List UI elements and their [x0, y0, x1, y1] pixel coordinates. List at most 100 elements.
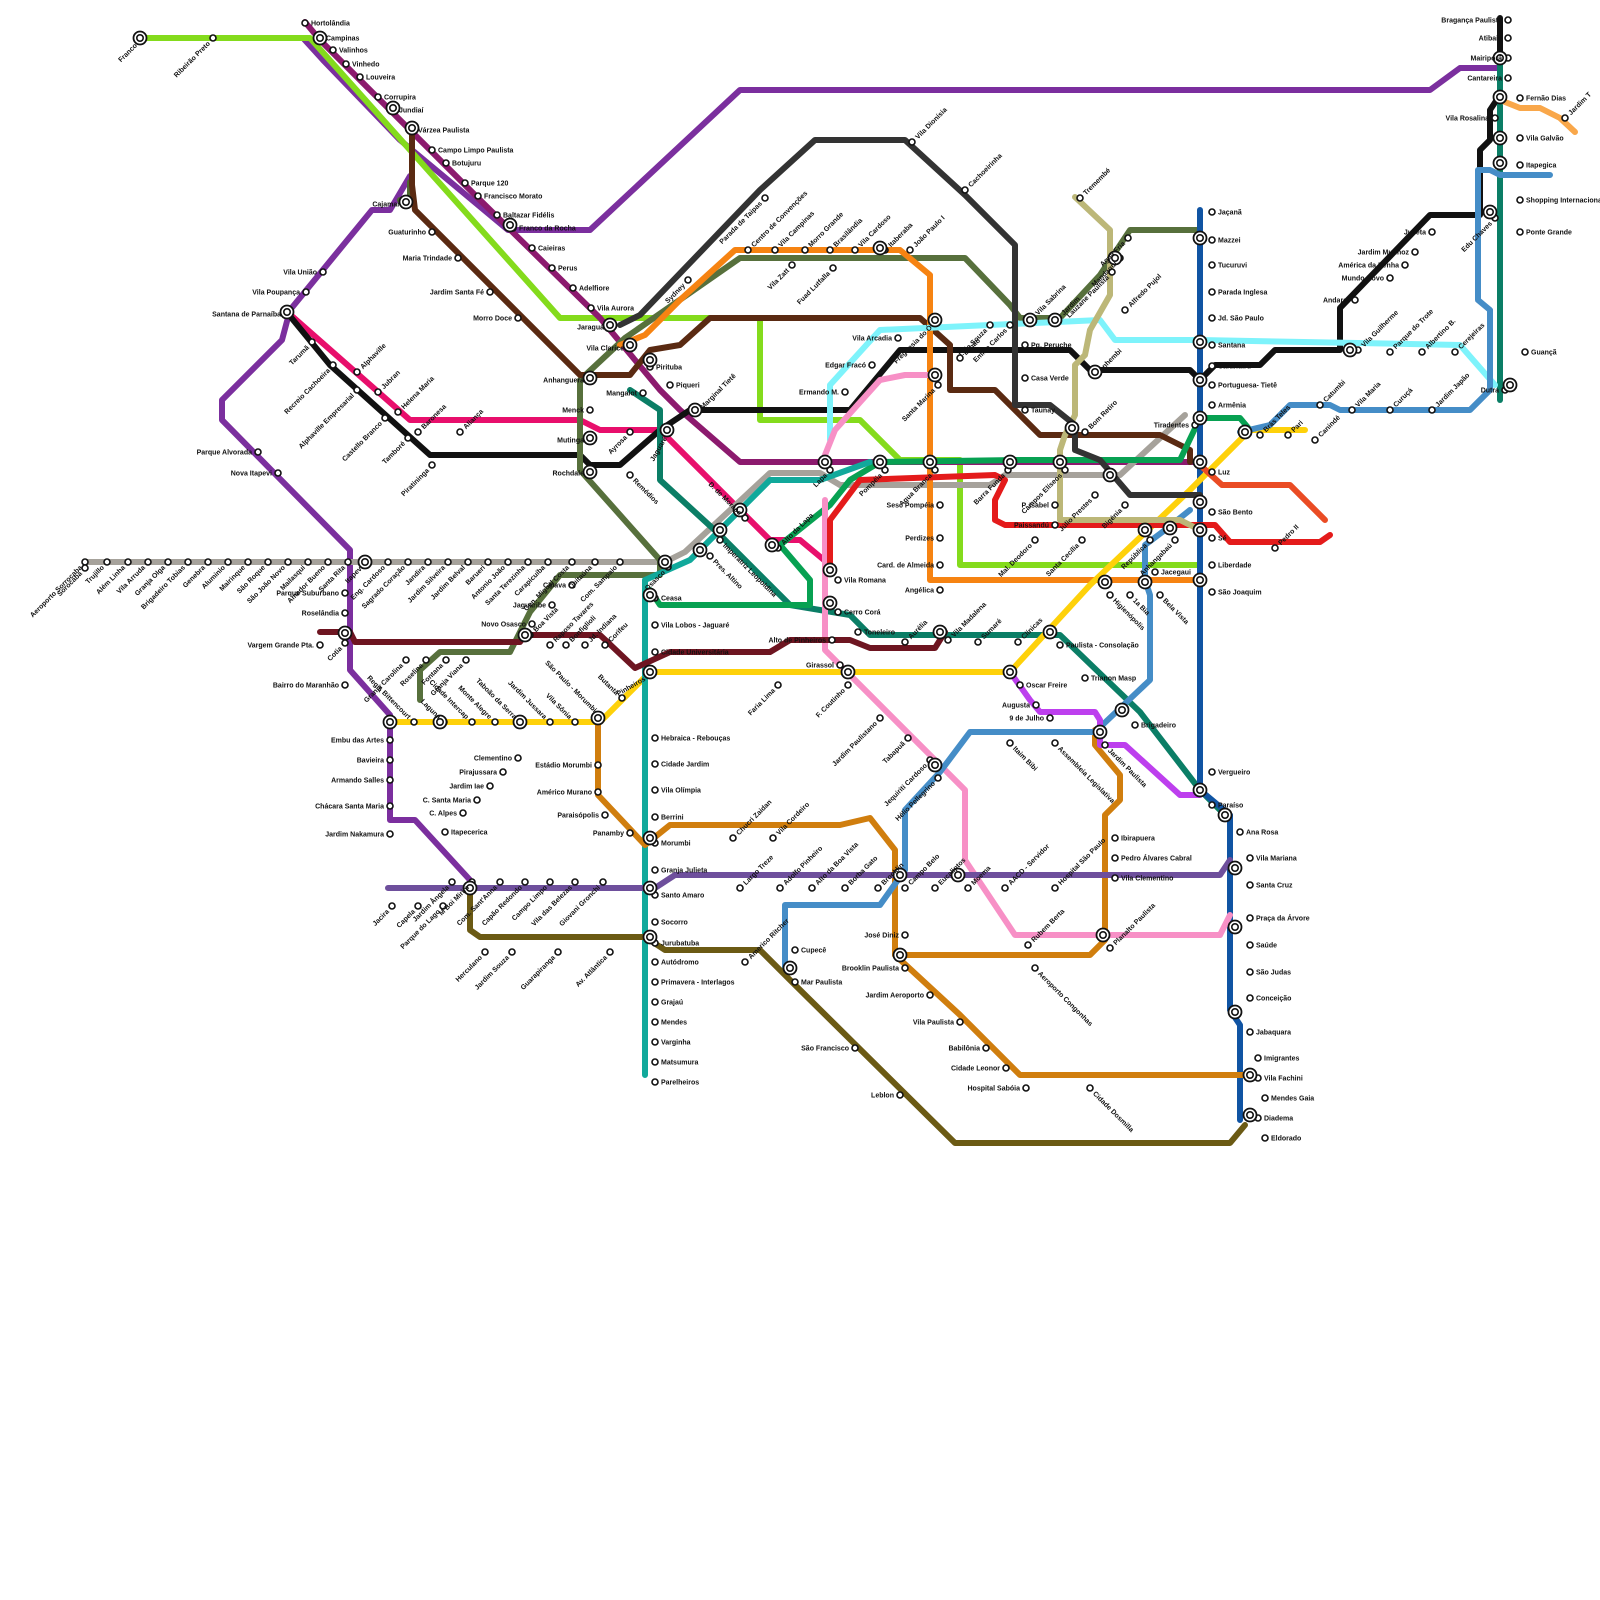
station-marker[interactable] [1516, 94, 1524, 102]
interchange-station-icon[interactable] [1052, 454, 1068, 470]
interchange-station-icon[interactable] [872, 240, 888, 256]
interchange-station-icon[interactable] [927, 312, 943, 328]
station-marker[interactable] [626, 471, 634, 479]
station-marker[interactable] [599, 878, 607, 886]
station-marker[interactable] [1031, 536, 1039, 544]
station-marker[interactable] [1491, 114, 1499, 122]
station-marker[interactable] [1131, 721, 1139, 729]
station-marker[interactable] [771, 246, 779, 254]
station-marker[interactable] [341, 681, 349, 689]
interchange-station-icon[interactable] [582, 370, 598, 386]
interchange-station-icon[interactable] [1107, 250, 1123, 266]
station-marker[interactable] [904, 734, 912, 742]
station-marker[interactable] [1284, 431, 1292, 439]
station-marker[interactable] [514, 754, 522, 762]
station-marker[interactable] [284, 558, 292, 566]
station-marker[interactable] [1386, 406, 1394, 414]
station-marker[interactable] [626, 829, 634, 837]
station-marker[interactable] [442, 656, 450, 664]
station-marker[interactable] [1024, 941, 1032, 949]
station-marker[interactable] [1236, 828, 1244, 836]
station-marker[interactable] [459, 809, 467, 817]
interchange-station-icon[interactable] [404, 120, 420, 136]
station-marker[interactable] [1021, 406, 1029, 414]
station-marker[interactable] [410, 718, 418, 726]
interchange-station-icon[interactable] [1192, 454, 1208, 470]
station-marker[interactable] [896, 1091, 904, 1099]
station-marker[interactable] [1076, 194, 1084, 202]
station-marker[interactable] [1106, 591, 1114, 599]
station-marker[interactable] [1014, 638, 1022, 646]
interchange-station-icon[interactable] [822, 562, 838, 578]
station-marker[interactable] [504, 558, 512, 566]
station-marker[interactable] [651, 1078, 659, 1086]
station-marker[interactable] [1504, 34, 1512, 42]
station-marker[interactable] [986, 321, 994, 329]
interchange-station-icon[interactable] [642, 664, 658, 680]
station-marker[interactable] [414, 428, 422, 436]
station-marker[interactable] [1516, 228, 1524, 236]
station-marker[interactable] [1254, 1054, 1262, 1062]
interchange-station-icon[interactable] [642, 830, 658, 846]
interchange-station-icon[interactable] [1482, 204, 1498, 220]
station-marker[interactable] [651, 1058, 659, 1066]
interchange-station-icon[interactable] [817, 454, 833, 470]
station-marker[interactable] [1271, 544, 1279, 552]
station-marker[interactable] [514, 314, 522, 322]
station-marker[interactable] [254, 448, 262, 456]
station-marker[interactable] [774, 681, 782, 689]
station-marker[interactable] [571, 718, 579, 726]
station-marker[interactable] [936, 561, 944, 569]
interchange-station-icon[interactable] [1022, 312, 1038, 328]
station-marker[interactable] [374, 93, 382, 101]
station-marker[interactable] [601, 641, 609, 649]
station-marker[interactable] [394, 408, 402, 416]
interchange-station-icon[interactable] [502, 217, 518, 233]
station-marker[interactable] [1504, 16, 1512, 24]
station-marker[interactable] [601, 811, 609, 819]
station-marker[interactable] [1021, 341, 1029, 349]
interchange-station-icon[interactable] [382, 714, 398, 730]
station-marker[interactable] [651, 786, 659, 794]
station-marker[interactable] [404, 434, 412, 442]
station-marker[interactable] [1091, 491, 1099, 499]
interchange-station-icon[interactable] [1192, 334, 1208, 350]
interchange-station-icon[interactable] [1162, 520, 1178, 536]
station-marker[interactable] [666, 381, 674, 389]
interchange-station-icon[interactable] [622, 337, 638, 353]
interchange-station-icon[interactable] [872, 454, 888, 470]
station-marker[interactable] [736, 884, 744, 892]
station-marker[interactable] [402, 656, 410, 664]
station-marker[interactable] [473, 796, 481, 804]
station-marker[interactable] [1246, 968, 1254, 976]
station-marker[interactable] [1256, 431, 1264, 439]
station-marker[interactable] [81, 558, 89, 566]
station-marker[interactable] [1246, 854, 1254, 862]
station-marker[interactable] [801, 246, 809, 254]
station-marker[interactable] [1101, 741, 1109, 749]
interchange-station-icon[interactable] [517, 627, 533, 643]
station-marker[interactable] [651, 1018, 659, 1026]
interchange-station-icon[interactable] [1242, 1067, 1258, 1083]
interchange-station-icon[interactable] [1227, 1004, 1243, 1020]
station-marker[interactable] [906, 246, 914, 254]
station-marker[interactable] [1208, 314, 1216, 322]
station-marker[interactable] [386, 776, 394, 784]
interchange-station-icon[interactable] [1102, 467, 1118, 483]
station-marker[interactable] [1208, 561, 1216, 569]
station-marker[interactable] [1261, 1134, 1269, 1142]
interchange-station-icon[interactable] [1237, 424, 1253, 440]
station-marker[interactable] [651, 998, 659, 1006]
station-marker[interactable] [639, 389, 647, 397]
station-marker[interactable] [468, 718, 476, 726]
interchange-station-icon[interactable] [385, 100, 401, 116]
station-marker[interactable] [1108, 268, 1116, 276]
station-marker[interactable] [481, 948, 489, 956]
station-marker[interactable] [546, 641, 554, 649]
station-marker[interactable] [1126, 591, 1134, 599]
interchange-station-icon[interactable] [1192, 410, 1208, 426]
station-marker[interactable] [386, 756, 394, 764]
station-marker[interactable] [829, 264, 837, 272]
station-marker[interactable] [1401, 261, 1409, 269]
station-marker[interactable] [1246, 994, 1254, 1002]
